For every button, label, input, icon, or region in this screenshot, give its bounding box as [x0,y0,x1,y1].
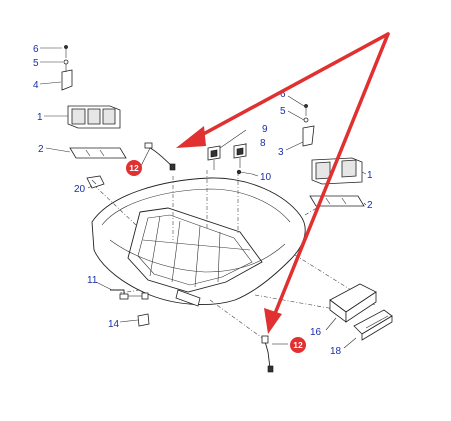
callout-1-left: 1 [37,112,43,123]
callout-18: 18 [330,346,342,357]
callout-4-left: 4 [33,80,39,91]
highlight-arrows [176,32,390,334]
badge-circle [290,337,306,353]
callout-5-left: 5 [33,58,39,69]
callout-3: 3 [278,147,284,158]
callout-20: 20 [74,184,86,195]
arrow-to-upper-harness [194,32,390,140]
arrow-to-lower-harness [272,32,390,318]
badge-12-lower: 12 [290,337,306,353]
callout-2-left: 2 [38,144,44,155]
callout-10: 10 [260,172,272,183]
callout-11: 11 [87,275,98,286]
badge-label: 12 [293,340,303,350]
callout-labels: 6 5 4 1 2 20 9 8 10 6 5 3 1 2 11 14 16 1… [33,44,373,357]
callout-6-right: 6 [280,89,286,100]
main-body [91,170,376,341]
callout-1-right: 1 [367,170,373,181]
badge-circle [126,160,142,176]
callout-6-left: 6 [33,44,39,55]
badge-12-upper: 12 [126,160,142,176]
badge-label: 12 [129,163,139,173]
center-parts-group [144,142,253,175]
arrow-head-upper [176,126,206,148]
leader-lines [39,47,367,349]
callout-16: 16 [310,327,322,338]
arrow-head-lower [264,308,282,334]
callout-9: 9 [262,124,268,135]
lower-parts-group [110,283,393,373]
callout-8: 8 [260,138,266,149]
callout-2-right: 2 [367,200,373,211]
callout-5-right: 5 [280,106,286,117]
left-parts-group [61,45,127,189]
callout-14: 14 [108,319,120,330]
right-parts-group [302,104,365,207]
